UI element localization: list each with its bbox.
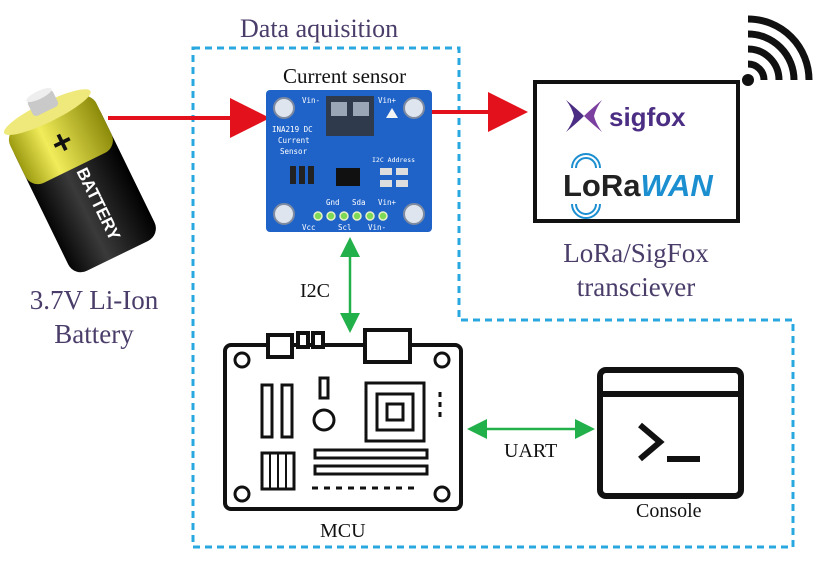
board-pin-gnd: Gnd [326,198,340,207]
board-pin-vin-minus: Vin- [302,96,320,105]
board-pin-vin-plus-bottom: Vin+ [378,198,397,207]
battery-label-line2: Battery [54,319,134,349]
lorawan-text-wan: WAN [641,168,714,203]
board-pin-vin-minus-bottom: Vin- [368,223,386,232]
battery-label: 3.7V Li-Ion Battery [6,283,182,351]
sigfox-logo-icon: sigfox [566,100,686,132]
battery-icon: + BATTERY [3,87,156,273]
board-i2c-address: I2C Address [372,156,415,164]
transceiver-box: sigfox LoRaWAN [533,80,740,223]
lorawan-text-lora: LoRa [563,168,641,203]
battery-label-line1: 3.7V Li-Ion [29,285,159,315]
console-icon [597,367,744,499]
board-pin-vcc: Vcc [302,223,316,232]
current-sensor-board: Vin- Vin+ INA219 DC Current Sensor I2C A… [266,90,432,232]
board-title: INA219 DC [272,125,313,134]
mcu-label: MCU [320,520,366,542]
acquisition-boundary [191,46,795,549]
mcu-board-icon [223,328,463,511]
board-sub2: Sensor [280,147,308,156]
transceiver-label-line1: LoRa/SigFox [563,238,709,268]
uart-label: UART [504,440,558,462]
wireless-signal-icon [742,15,813,86]
sigfox-text: sigfox [609,102,686,132]
board-sub1: Current [278,136,310,145]
lorawan-logo-icon: LoRaWAN [563,153,713,219]
console-label: Console [636,500,702,522]
transceiver-label: LoRa/SigFox transciever [532,236,740,304]
board-pin-sda: Sda [352,198,366,207]
board-pin-scl: Scl [338,223,352,232]
svg-text:LoRaWAN: LoRaWAN [563,168,713,203]
transceiver-label-line2: transciever [576,272,696,302]
board-pin-vin-plus: Vin+ [378,96,397,105]
current-sensor-caption: Current sensor [283,64,407,88]
i2c-label: I2C [300,280,330,302]
diagram-title: Data aquisition [240,14,399,43]
